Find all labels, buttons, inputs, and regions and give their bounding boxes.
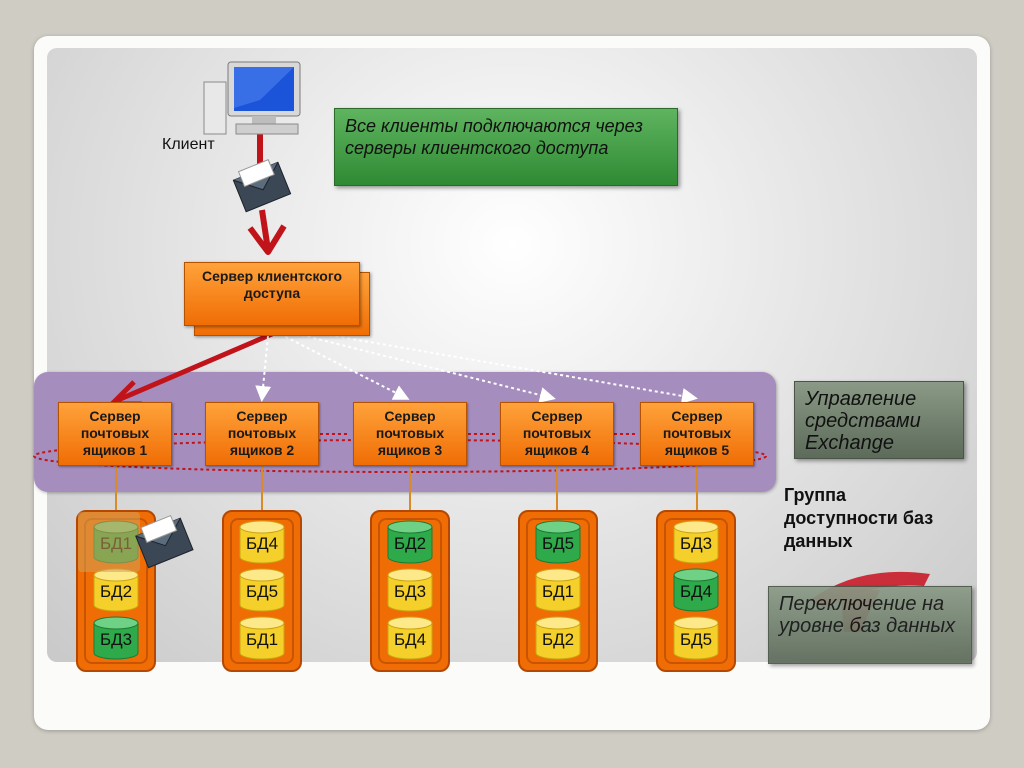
db-column-inner xyxy=(378,518,442,664)
database-label: БД2 xyxy=(99,582,133,601)
database-label: БД5 xyxy=(541,534,575,553)
database-passive: БД4 xyxy=(239,520,285,564)
database-label: БД3 xyxy=(393,582,427,601)
database-label: БД5 xyxy=(245,582,279,601)
database-icon xyxy=(387,616,433,660)
database-icon xyxy=(239,520,285,564)
client-label: Клиент xyxy=(162,136,215,153)
mailbox-server-5: Сервер почтовых ящиков 5 xyxy=(640,402,754,466)
database-label: БД4 xyxy=(245,534,279,553)
database-icon xyxy=(535,520,581,564)
computer-icon xyxy=(203,61,301,135)
database-icon xyxy=(239,568,285,612)
database-label: БД4 xyxy=(393,630,427,649)
cas-label: Сервер клиентского доступа xyxy=(201,268,343,301)
database-label: БД5 xyxy=(679,630,713,649)
database-passive: БД3 xyxy=(673,520,719,564)
mailbox-server-2: Сервер почтовых ящиков 2 xyxy=(205,402,319,466)
database-icon xyxy=(93,616,139,660)
database-active: БД2 xyxy=(387,520,433,564)
database-icon xyxy=(673,616,719,660)
database-icon xyxy=(673,568,719,612)
cas-link-2 xyxy=(255,335,272,402)
database-active: БД4 xyxy=(673,568,719,612)
database-passive: БД1 xyxy=(239,616,285,660)
database-icon xyxy=(535,568,581,612)
cas-box xyxy=(184,262,360,326)
clients-note: Все клиенты подключаются через серверы к… xyxy=(334,108,678,186)
database-label: БД2 xyxy=(393,534,427,553)
database-label: БД1 xyxy=(541,582,575,601)
client-arrowhead xyxy=(247,224,287,255)
db-column-inner xyxy=(230,518,294,664)
client-link-lower xyxy=(259,209,271,251)
cas-active-link xyxy=(117,331,273,403)
database-passive: БД2 xyxy=(535,616,581,660)
db-column-inner xyxy=(526,518,590,664)
database-passive: БД1 xyxy=(535,568,581,612)
database-passive: БД4 xyxy=(387,616,433,660)
mailbox-server-4: Сервер почтовых ящиков 4 xyxy=(500,402,614,466)
database-label: БД1 xyxy=(245,630,279,649)
failover-note: Переключение на уровне баз данных xyxy=(768,586,972,664)
database-label: БД3 xyxy=(99,630,133,649)
database-passive: БД5 xyxy=(673,616,719,660)
replication-ring xyxy=(33,439,767,473)
database-active: БД5 xyxy=(535,520,581,564)
envelope-icon xyxy=(135,514,194,569)
database-passive: БД5 xyxy=(239,568,285,612)
database-passive: БД2 xyxy=(93,568,139,612)
database-icon xyxy=(93,568,139,612)
mailbox-server-3: Сервер почтовых ящиков 3 xyxy=(353,402,467,466)
database-icon xyxy=(239,616,285,660)
mailbox-server-1: Сервер почтовых ящиков 1 xyxy=(58,402,172,466)
dag-label: Группа доступности баз данных xyxy=(784,485,934,551)
cas-link-5 xyxy=(299,329,698,404)
database-icon xyxy=(387,520,433,564)
database-icon xyxy=(535,616,581,660)
database-icon xyxy=(673,520,719,564)
database-active: БД3 xyxy=(93,616,139,660)
management-note: Управление средствами Exchange xyxy=(794,381,964,459)
database-passive: БД3 xyxy=(387,568,433,612)
db-column-inner xyxy=(664,518,728,664)
database-icon xyxy=(387,568,433,612)
database-label: БД4 xyxy=(679,582,713,601)
envelope-icon xyxy=(232,159,292,213)
database-label: БД3 xyxy=(679,534,713,553)
cas-link-3 xyxy=(279,333,410,400)
active-copy-highlight xyxy=(78,512,140,572)
cas-link-4 xyxy=(289,331,556,403)
database-label: БД2 xyxy=(541,630,575,649)
